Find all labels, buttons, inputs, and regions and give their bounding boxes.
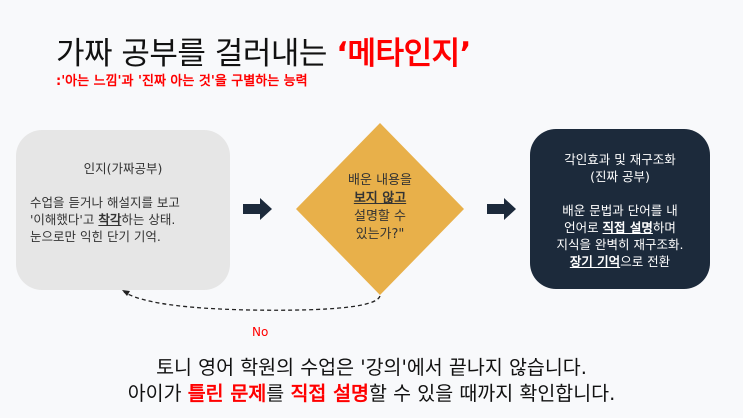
real-study-heading: 각인효과 및 재구조화	[564, 152, 676, 167]
arrowhead-icon	[122, 290, 130, 296]
fake-line: '이해했다'고 착각하는 상태.	[30, 211, 230, 228]
subtitle: :'아는 느낌'과 '진짜 아는 것'을 구별하는 능력	[56, 74, 308, 89]
fake-study-box: 인지(가짜공부) 수업을 듣거나 해설지를 보고 '이해했다'고 착각하는 상태…	[16, 130, 230, 290]
text: '이해했다'고	[30, 212, 99, 227]
fake-study-body: 수업을 듣거나 해설지를 보고 '이해했다'고 착각하는 상태. 눈으로만 익힌…	[16, 194, 230, 245]
decision-line: 있는가?"	[355, 227, 405, 242]
decision-text: 배운 내용을 보지 않고 설명할 수 있는가?"	[320, 172, 440, 244]
decision-line: 배운 내용을	[348, 173, 412, 188]
no-label: No	[252, 325, 269, 339]
arrow-right-icon	[243, 198, 272, 220]
real-line: 언어로 직접 설명하며	[530, 219, 710, 236]
highlight-text: 틀린 문제	[187, 382, 267, 405]
page-title: 가짜 공부를 걸러내는 ‘메타인지’	[56, 28, 471, 73]
fake-line: 수업을 듣거나 해설지를 보고	[30, 195, 180, 210]
real-study-subheading: (진짜 공부)	[590, 169, 650, 184]
text: 으로 전환	[620, 254, 671, 269]
emphasis-text: 착각	[98, 212, 122, 227]
decision-emphasis: 보지 않고	[353, 191, 407, 206]
text: 아이가	[127, 382, 188, 405]
text: 하는 상태.	[121, 212, 176, 227]
real-study-box: 각인효과 및 재구조화 (진짜 공부) 배운 문법과 단어를 내 언어로 직접 …	[530, 129, 710, 289]
arrow-right-icon	[487, 198, 516, 220]
emphasis-text: 직접 설명	[602, 220, 653, 235]
title-text: 가짜 공부를 걸러내는	[56, 36, 337, 72]
text: 를	[266, 382, 291, 405]
emphasis-text: 장기 기억	[569, 254, 621, 269]
no-loop-dashed-arrow	[123, 291, 381, 311]
real-study-body: 배운 문법과 단어를 내 언어로 직접 설명하며 지식을 완벽히 재구조화. 장…	[530, 202, 710, 270]
title-highlight: ‘메타인지’	[336, 36, 471, 72]
bottom-line-1: 토니 영어 학원의 수업은 '강의'에서 끝나지 않습니다.	[156, 356, 587, 379]
decision-line: 설명할 수	[354, 209, 406, 224]
text: 할 수 있을 때까지 확인합니다.	[369, 382, 616, 405]
real-line: 배운 문법과 단어를 내	[562, 203, 678, 218]
text: 언어로	[564, 220, 603, 235]
real-line: 지식을 완벽히 재구조화.	[556, 237, 684, 252]
highlight-text: 직접 설명	[290, 382, 369, 405]
fake-line: 눈으로만 익힌 단기 기억.	[30, 229, 161, 244]
bottom-line-2: 아이가 틀린 문제를 직접 설명할 수 있을 때까지 확인합니다.	[0, 377, 743, 406]
text: 하며	[652, 220, 676, 235]
decision-diamond	[296, 123, 464, 295]
fake-study-heading: 인지(가짜공부)	[83, 161, 163, 176]
real-line: 장기 기억으로 전환	[530, 253, 710, 270]
